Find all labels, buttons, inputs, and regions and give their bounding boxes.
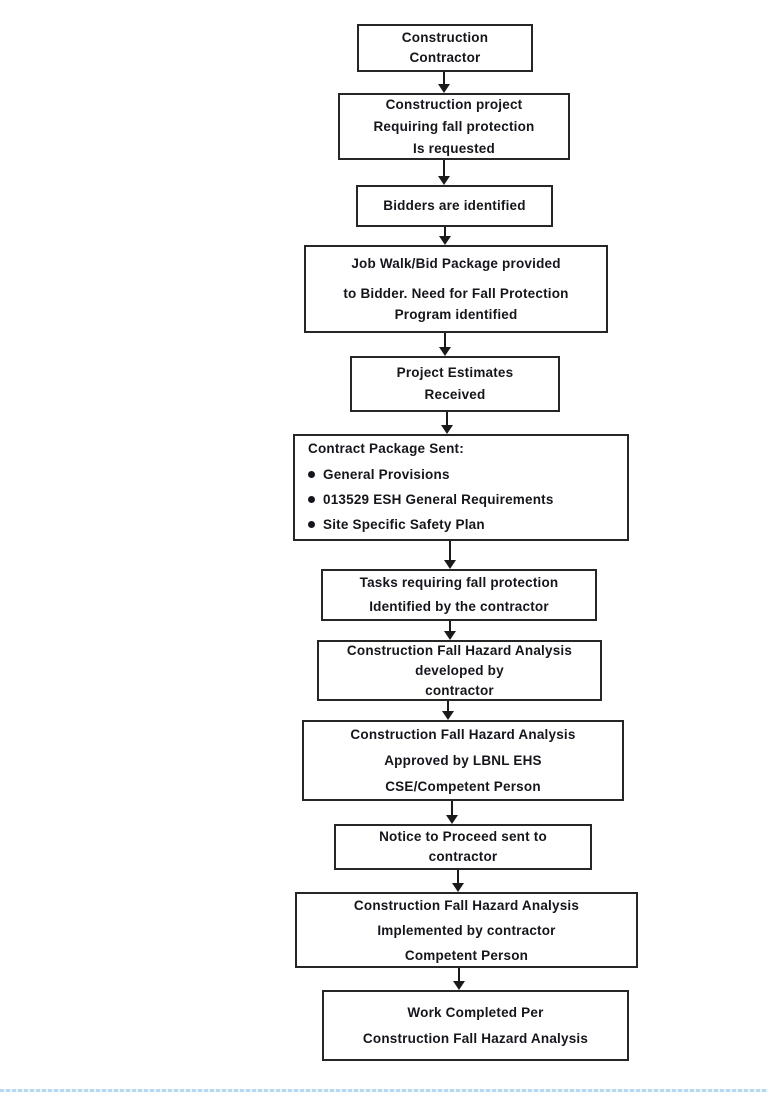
arrowhead-down-icon [452,883,464,892]
flow-node-notice-to-proceed: Notice to Proceed sent to contractor [334,824,592,870]
node-text-line: to Bidder. Need for Fall Protection [343,286,569,301]
flow-node-bidders-identified: Bidders are identified [356,185,553,227]
node-text-line: Program identified [394,307,518,322]
node-text-line: Is requested [413,140,495,156]
arrowhead-down-icon [439,236,451,245]
arrowhead-down-icon [441,425,453,434]
down-arrow-connector [452,968,466,990]
node-text-line: Work Completed Per [407,1004,544,1020]
arrowhead-down-icon [446,815,458,824]
node-text-line: Contractor [409,50,481,65]
bullet-icon [308,470,315,478]
flow-node-job-walk-bid-package: Job Walk/Bid Package provided to Bidder.… [304,245,608,333]
down-arrow-connector [438,333,452,356]
flow-node-construction-contractor: Construction Contractor [357,24,533,72]
arrowhead-down-icon [444,631,456,640]
arrowhead-down-icon [438,176,450,185]
node-text-line: Construction project [385,96,523,112]
flow-node-project-estimates: Project Estimates Received [350,356,560,412]
flow-node-cfha-approved: Construction Fall Hazard Analysis Approv… [302,720,624,801]
node-text-line: Tasks requiring fall protection [359,575,559,590]
node-text-line: Requiring fall protection [373,118,535,134]
bullet-text: Site Specific Safety Plan [323,516,485,532]
node-text-line: Project Estimates [396,365,514,380]
down-arrow-connector [443,621,457,640]
flow-node-cfha-developed: Construction Fall Hazard Analysis develo… [317,640,602,701]
down-arrow-connector [443,541,457,569]
node-text-line: Construction [401,30,489,45]
node-text-line: Identified by the contractor [369,599,549,614]
node-text-line: Construction Fall Hazard Analysis [350,726,576,742]
flow-node-work-completed: Work Completed Per Construction Fall Haz… [322,990,629,1061]
flow-node-cfha-implemented: Construction Fall Hazard Analysis Implem… [295,892,638,968]
down-arrow-connector [437,72,451,93]
node-text-line: CSE/Competent Person [385,778,541,794]
node-text-line: Construction Fall Hazard Analysis [353,897,580,913]
down-arrow-connector [441,701,455,720]
bullet-item: General Provisions [308,462,450,487]
arrow-shaft [443,160,445,177]
arrowhead-down-icon [444,560,456,569]
arrow-shaft [444,333,446,348]
node-text-line: developed by [415,662,504,678]
arrow-shaft [449,621,451,632]
arrow-shaft [458,968,460,982]
down-arrow-connector [445,801,459,824]
arrowhead-down-icon [438,84,450,93]
node-header: Contract Package Sent: [308,440,464,456]
node-text-line: Construction Fall Hazard Analysis [346,642,573,658]
bullet-item: Site Specific Safety Plan [308,512,485,537]
node-text-line: Approved by LBNL EHS [384,752,542,768]
flow-node-project-requested: Construction project Requiring fall prot… [338,93,570,160]
node-text-line: Notice to Proceed sent to [379,829,547,844]
bullet-item: 013529 ESH General Requirements [308,487,554,512]
arrow-shaft [443,72,445,85]
arrowhead-down-icon [442,711,454,720]
flow-node-contract-package: Contract Package Sent: General Provision… [293,434,629,541]
node-text-line: Construction Fall Hazard Analysis [362,1030,589,1046]
down-arrow-connector [437,160,451,185]
node-text-line: contractor [428,849,498,864]
arrow-shaft [457,870,459,884]
arrowhead-down-icon [439,347,451,356]
bullet-text: 013529 ESH General Requirements [323,491,554,507]
node-text-line: Implemented by contractor [377,922,556,938]
arrow-shaft [446,412,448,426]
arrow-shaft [447,701,449,712]
down-arrow-connector [451,870,465,892]
node-text-line: Job Walk/Bid Package provided [351,256,561,271]
flow-node-tasks-identified: Tasks requiring fall protection Identifi… [321,569,597,621]
arrowhead-down-icon [453,981,465,990]
node-text-line: Received [424,387,486,402]
down-arrow-connector [440,412,454,434]
node-text-line: Bidders are identified [383,198,526,213]
arrow-shaft [451,801,453,816]
bullet-icon [308,520,315,528]
bullet-icon [308,495,315,503]
node-text-line: Competent Person [404,947,529,963]
bullet-text: General Provisions [323,466,450,482]
node-text-line: contractor [425,682,494,698]
arrow-shaft [449,541,451,561]
arrow-shaft [444,227,446,237]
page-bottom-dashed-rule [0,1089,768,1092]
down-arrow-connector [438,227,452,245]
